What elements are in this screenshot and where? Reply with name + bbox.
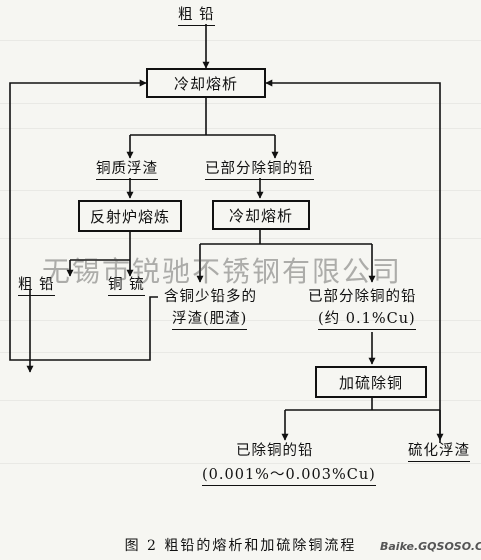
sulfide-dross-label: 硫化浮渣 — [408, 442, 470, 462]
partial-lead-label-1: 已部分除铜的铅 — [308, 289, 417, 305]
copper-matte-label: 铜 锍 — [108, 276, 145, 296]
decoppered-lead-label-1: 已除铜的铅 — [236, 443, 314, 459]
right-loop-line — [288, 82, 441, 443]
crude-lead-output-label: 粗 铅 — [18, 276, 55, 296]
reverb-furnace-box: 反射炉熔炼 — [78, 200, 182, 232]
cooling-liquation-box-1: 冷却熔析 — [146, 68, 266, 98]
sulfur-decopper-box: 加硫除铜 — [315, 366, 427, 398]
left-loop-line — [9, 82, 122, 361]
rich-dross-label-2: 浮渣(肥渣) — [172, 310, 248, 330]
figure-caption: 图 2 粗铅的熔析和加硫除铜流程 — [124, 538, 357, 554]
corner-watermark: Baike.GQSOSO.COM — [378, 540, 481, 553]
rich-dross-label-1: 含铜少铅多的 — [164, 289, 257, 305]
partial-lead-label-2: (约 0.1%Cu) — [318, 310, 416, 330]
cooling-liquation-box-2: 冷却熔析 — [212, 200, 310, 230]
arrow-rich-dross-return — [26, 296, 158, 373]
partial-decopper-lead-label: 已部分除铜的铅 — [205, 160, 314, 180]
decoppered-lead-label-2: (0.001%～0.003%Cu) — [202, 466, 376, 486]
copper-dross-label: 铜质浮渣 — [96, 160, 158, 180]
input-crude-lead: 粗 铅 — [178, 6, 215, 26]
